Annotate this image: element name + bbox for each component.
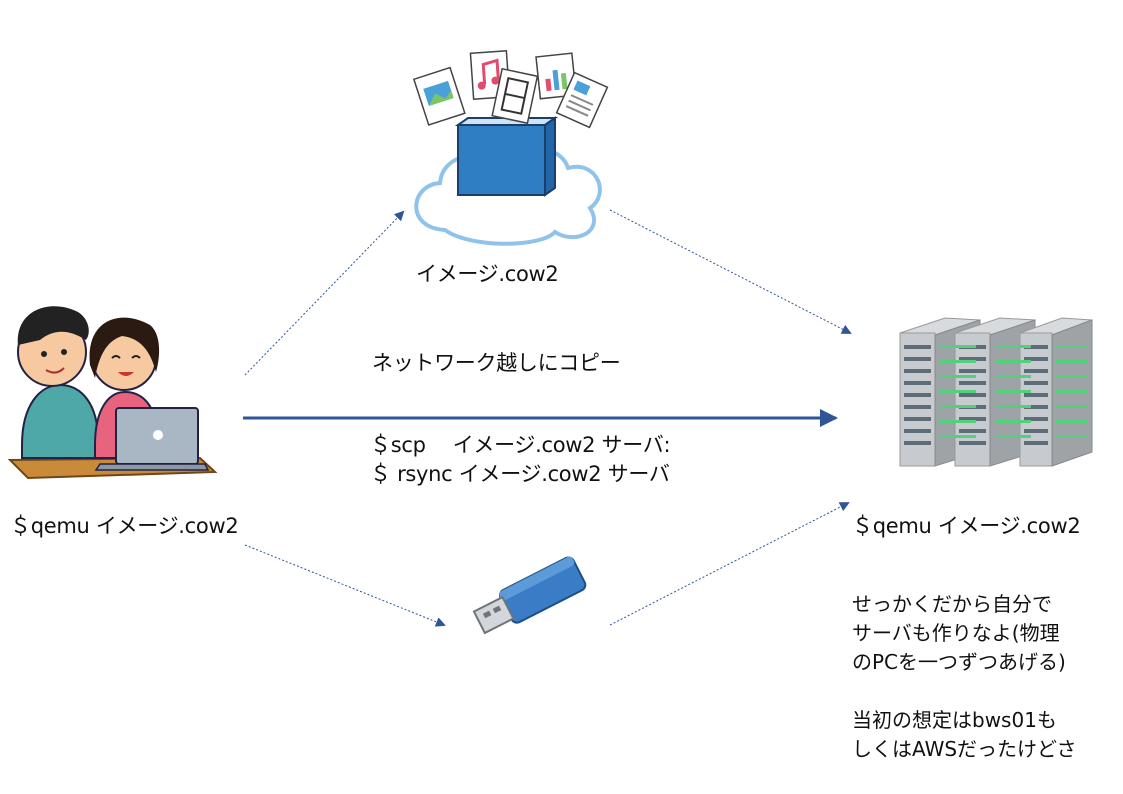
local-qemu-label: ＄qemu イメージ.cow2 [10, 514, 239, 538]
arrow-cloud-to-server [609, 209, 852, 334]
note-line: しくはAWSだったけどさ [852, 737, 1077, 761]
note-block: せっかくだから自分で サーバも作りなよ(物理 のPCを一つずつあげる) 当初の想… [852, 590, 1076, 764]
server-qemu-label: ＄qemu イメージ.cow2 [852, 514, 1081, 538]
note-line: 当初の想定はbws01も [852, 708, 1057, 732]
note-line: せっかくだから自分で [852, 592, 1052, 616]
network-copy-label: ネットワーク越しにコピー [372, 351, 621, 375]
users-laptop-icon [7, 306, 218, 480]
arrow-pc-to-usb [244, 544, 446, 627]
note-line: のPCを一つずつあげる) [852, 650, 1066, 674]
note-line: サーバも作りなよ(物理 [852, 621, 1060, 645]
cloud-image-label: イメージ.cow2 [416, 262, 559, 286]
scp-command-label: ＄scp イメージ.cow2 サーバ: [370, 433, 671, 457]
usb-drive-icon [472, 556, 587, 635]
arrow-usb-to-server [609, 502, 850, 626]
arrow-pc-to-cloud [244, 210, 405, 376]
server-rack-icon [899, 317, 1093, 467]
cloud-storage-icon [412, 49, 609, 246]
rsync-command-label: ＄ rsync イメージ.cow2 サーバ [370, 462, 670, 486]
